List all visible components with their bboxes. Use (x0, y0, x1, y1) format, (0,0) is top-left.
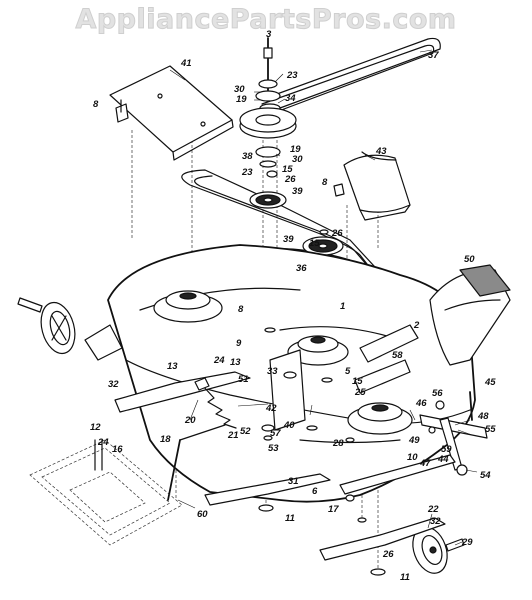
callout-32-b: 32 (430, 516, 441, 527)
callout-15-b: 15 (309, 238, 320, 249)
callout-30-b: 30 (292, 154, 303, 165)
height-adjust-linkage (419, 391, 488, 476)
callout-1: 1 (340, 301, 345, 312)
callout-9: 9 (236, 338, 242, 349)
callout-51: 51 (238, 374, 249, 385)
callout-33: 33 (267, 366, 278, 377)
callout-18: 18 (160, 434, 171, 445)
callout-13-b: 13 (230, 357, 241, 368)
callout-24-a: 24 (213, 355, 225, 366)
callout-48: 48 (477, 411, 489, 422)
spindle-nut-right (370, 568, 386, 576)
tension-spring (194, 377, 237, 429)
callout-26-c: 26 (382, 549, 394, 560)
callout-54: 54 (480, 470, 491, 481)
callout-38: 38 (242, 151, 253, 162)
idler-pulley (302, 229, 344, 256)
callout-15-a: 15 (282, 164, 293, 175)
callout-19-a: 19 (236, 94, 247, 105)
callout-19-b: 19 (290, 144, 301, 155)
callout-8-b: 8 (322, 177, 328, 188)
callout-3: 3 (266, 29, 272, 40)
belt-cover (109, 65, 234, 161)
callout-59: 59 (441, 444, 452, 455)
center-small-parts (261, 327, 367, 523)
callout-40: 40 (283, 420, 295, 431)
callout-30-a: 30 (234, 84, 245, 95)
spindle-pulley-stack (239, 37, 297, 209)
callout-52: 52 (240, 426, 251, 437)
callout-31: 31 (288, 476, 299, 487)
callout-32-a: 32 (108, 379, 119, 390)
callout-57: 57 (270, 428, 281, 439)
blade-center (204, 473, 331, 506)
blade-left (114, 371, 251, 413)
callout-50: 50 (464, 254, 475, 265)
wheel-left (17, 297, 76, 355)
callout-41: 41 (180, 58, 192, 69)
callout-labels: 1 2 3 5 6 8 8 8 9 10 11 11 12 13 13 15 1… (90, 29, 496, 583)
callout-47: 47 (419, 458, 431, 469)
callout-43: 43 (375, 146, 387, 157)
callout-26-a: 26 (284, 174, 296, 185)
callout-23-b: 23 (241, 167, 253, 178)
callout-17: 17 (328, 504, 339, 515)
callout-34: 34 (285, 93, 296, 104)
callout-11-a: 11 (285, 513, 295, 524)
front-baffle-bar (339, 454, 456, 495)
callout-5: 5 (345, 366, 351, 377)
adjust-rod (167, 439, 181, 501)
callout-53: 53 (268, 443, 279, 454)
leader-lines (169, 40, 478, 546)
callout-20: 20 (184, 415, 196, 426)
callout-15-c: 15 (352, 376, 363, 387)
callout-39-a: 39 (292, 186, 303, 197)
callout-26-b: 26 (331, 228, 343, 239)
callout-39-b: 39 (283, 234, 294, 245)
callout-8-a: 8 (93, 99, 99, 110)
drive-belt (261, 37, 441, 113)
callout-37: 37 (428, 50, 439, 61)
callout-16: 16 (112, 444, 123, 455)
callout-21: 21 (227, 430, 239, 441)
discharge-chute (429, 264, 511, 366)
callout-2: 2 (413, 320, 420, 331)
callout-60: 60 (197, 509, 208, 520)
callout-8-c: 8 (238, 304, 244, 315)
callout-12: 12 (90, 422, 101, 433)
callout-45: 45 (484, 377, 496, 388)
callout-11-b: 11 (400, 572, 410, 583)
screw-icon (333, 183, 345, 197)
callout-13-a: 13 (167, 361, 178, 372)
callout-28: 28 (332, 438, 344, 449)
callout-58: 58 (392, 350, 403, 361)
callout-36: 36 (296, 263, 307, 274)
callout-25: 25 (354, 387, 366, 398)
callout-46: 46 (415, 398, 427, 409)
callout-24-b: 24 (97, 437, 109, 448)
callout-10: 10 (407, 452, 418, 463)
callout-55: 55 (485, 424, 496, 435)
watermark-text: AppliancePartsPros.com (75, 4, 457, 36)
adjust-rod-link (179, 424, 226, 441)
bolt-icon (115, 99, 129, 123)
callout-56: 56 (432, 388, 443, 399)
idler-arm-bracket (269, 324, 419, 431)
callout-6: 6 (312, 486, 318, 497)
callout-23-a: 23 (286, 70, 298, 81)
mounting-plate-inset (29, 439, 183, 546)
belt-guard (343, 151, 411, 221)
callout-44: 44 (437, 454, 449, 465)
callout-42: 42 (265, 403, 277, 414)
callout-29: 29 (461, 537, 473, 548)
deck-belt-inner (194, 175, 391, 293)
spindle-nut-center (258, 504, 274, 512)
callout-49: 49 (408, 435, 420, 446)
callout-22: 22 (427, 504, 439, 515)
blade-right (319, 517, 446, 561)
wheel-bracket-left (84, 324, 123, 361)
